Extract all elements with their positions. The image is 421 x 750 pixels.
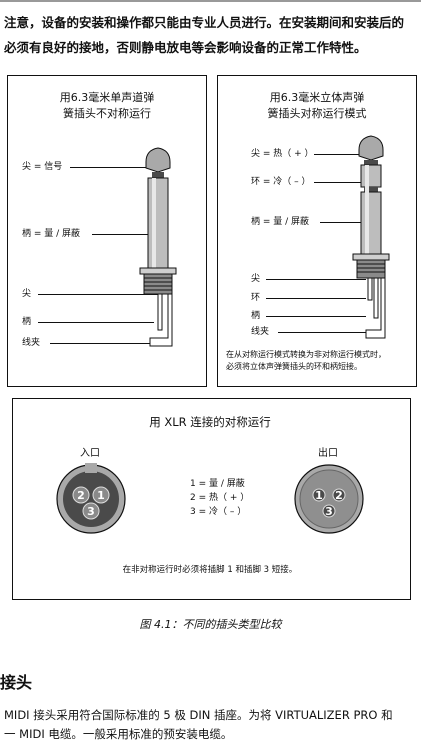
stereo-title-line-1: 用6.3毫米立体声弹 bbox=[269, 91, 365, 104]
mono-title-line-2: 簧插头不对称运行 bbox=[63, 107, 151, 120]
stereo-label-ring-lug: 环 bbox=[251, 293, 261, 303]
body-line-1: MIDI 接头采用符合国际标准的 5 极 DIN 插座。为将 VIRTUALIZ… bbox=[4, 708, 393, 722]
xlr-output-connector: 1 2 3 bbox=[294, 464, 364, 534]
mono-leader-tip bbox=[70, 167, 154, 168]
xlr-input-label: 入口 bbox=[80, 448, 100, 459]
xlr-input-pin-2: 2 bbox=[77, 489, 85, 502]
stereo-note-line-2: 必须将立体声弹簧插头的环和柄短接。 bbox=[226, 362, 362, 371]
mono-title-line-1: 用6.3毫米单声道弹 bbox=[59, 91, 155, 104]
xlr-pin-2-desc: 2 = 热（ + ） bbox=[190, 493, 250, 503]
top-rule bbox=[0, 0, 421, 2]
stereo-leader-tip bbox=[314, 154, 366, 155]
stereo-label-tip-hot: 尖 = 热（ + ） bbox=[251, 149, 314, 159]
xlr-pin-3-desc: 3 = 冷（ – ） bbox=[190, 507, 247, 517]
intro-paragraph: 注意，设备的安装和操作都只能由专业人员进行。在安装期间和安装后的 必须有良好的接… bbox=[4, 10, 421, 60]
mono-label-tip-lug: 尖 bbox=[22, 289, 32, 299]
mono-panel-title: 用6.3毫米单声道弹 簧插头不对称运行 bbox=[8, 90, 206, 122]
stereo-leader-sleeve bbox=[320, 222, 364, 223]
stereo-plug-panel: 用6.3毫米立体声弹 簧插头对称运行模式 尖 = 热（ + ） 环 = 冷（ –… bbox=[217, 75, 417, 387]
intro-line-1: 注意，设备的安装和操作都只能由专业人员进行。在安装期间和安装后的 bbox=[4, 15, 405, 30]
figure-caption: 图 4.1：不同的插头类型比较 bbox=[139, 618, 282, 631]
stereo-note-line-1: 在从对称运行模式转换为非对称运行模式时， bbox=[226, 350, 386, 359]
mono-leader-tip-lug bbox=[38, 294, 158, 295]
stereo-panel-note: 在从对称运行模式转换为非对称运行模式时， 必须将立体声弹簧插头的环和柄短接。 bbox=[226, 349, 386, 373]
mono-label-tip-signal: 尖 = 信号 bbox=[22, 162, 63, 172]
stereo-leader-ring-lug bbox=[266, 298, 366, 299]
stereo-leader-tip-lug bbox=[266, 279, 366, 280]
xlr-output-pin-1: 1 bbox=[315, 489, 323, 502]
xlr-output-label: 出口 bbox=[318, 448, 338, 459]
mono-label-sleeve-lug: 柄 bbox=[22, 317, 32, 327]
mono-leader-sleeve-lug bbox=[38, 322, 154, 323]
mono-label-sleeve-ground: 柄 = 量 / 屏蔽 bbox=[22, 229, 81, 239]
mono-label-clamp: 线夹 bbox=[22, 338, 41, 348]
mono-leader-clamp bbox=[50, 343, 154, 344]
xlr-panel-note: 在非对称运行时必须将插脚 1 和插脚 3 短接。 bbox=[122, 565, 298, 575]
stereo-label-clamp: 线夹 bbox=[251, 327, 270, 337]
stereo-label-ring-cold: 环 = 冷（ – ） bbox=[251, 177, 311, 187]
stereo-label-sleeve-lug: 柄 bbox=[251, 311, 261, 321]
xlr-pin-1-desc: 1 = 量 / 屏蔽 bbox=[190, 479, 245, 489]
xlr-pin-legend: 1 = 量 / 屏蔽 2 = 热（ + ） 3 = 冷（ – ） bbox=[190, 477, 249, 519]
mono-plug-panel: 用6.3毫米单声道弹 簧插头不对称运行 尖 = 信号 柄 = 量 / 屏蔽 尖 … bbox=[7, 75, 207, 387]
stereo-panel-title: 用6.3毫米立体声弹 簧插头对称运行模式 bbox=[218, 90, 416, 122]
mono-leader-sleeve bbox=[92, 234, 150, 235]
stereo-label-tip-lug: 尖 bbox=[251, 274, 261, 284]
stereo-leader-ring bbox=[314, 182, 366, 183]
stereo-leader-clamp bbox=[278, 332, 366, 333]
xlr-input-connector: 2 1 3 bbox=[56, 463, 126, 534]
section-heading: 接头 bbox=[0, 673, 33, 692]
stereo-plug-drawing bbox=[352, 135, 390, 339]
stereo-title-line-2: 簧插头对称运行模式 bbox=[267, 107, 367, 120]
body-line-2: 一 MIDI 电缆。一般采用标准的预安装电缆。 bbox=[4, 727, 233, 741]
intro-line-2: 必须有良好的接地，否则静电放电等会影响设备的正常工作特性。 bbox=[4, 40, 367, 55]
xlr-input-pin-3: 3 bbox=[87, 505, 95, 518]
stereo-label-sleeve-ground: 柄 = 量 / 屏蔽 bbox=[251, 217, 310, 227]
mono-plug-drawing bbox=[139, 147, 177, 347]
stereo-leader-sleeve-lug bbox=[266, 316, 366, 317]
body-paragraph: MIDI 接头采用符合国际标准的 5 极 DIN 插座。为将 VIRTUALIZ… bbox=[4, 706, 421, 744]
xlr-output-pin-2: 2 bbox=[335, 489, 343, 502]
xlr-panel-title: 用 XLR 连接的对称运行 bbox=[149, 415, 271, 429]
xlr-output-pin-3: 3 bbox=[325, 505, 333, 518]
xlr-input-pin-1: 1 bbox=[97, 489, 105, 502]
